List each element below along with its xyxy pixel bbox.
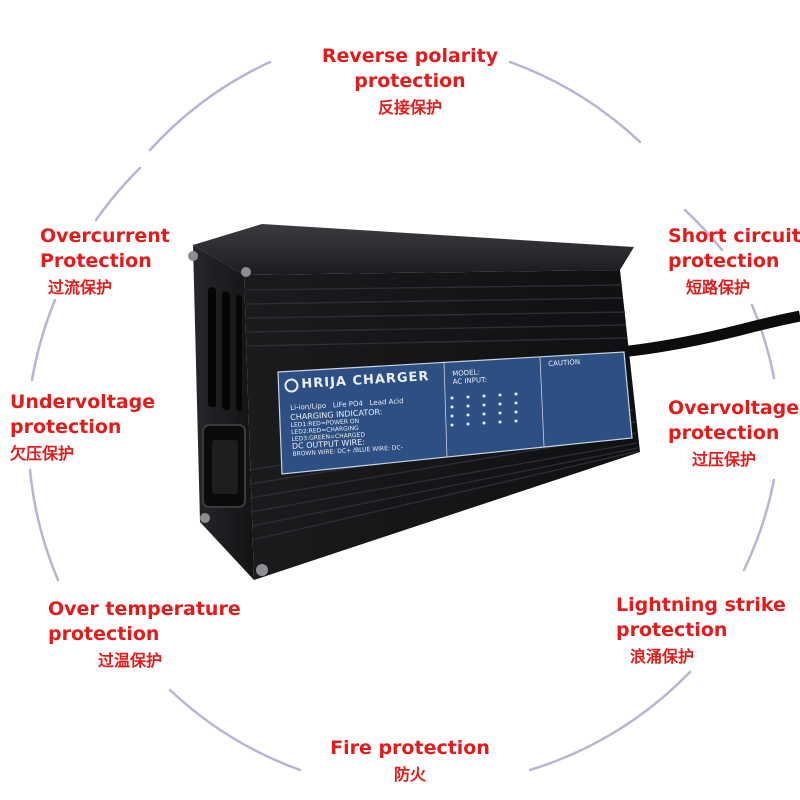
label-over-temperature: Over temperature protection 过温保护 bbox=[48, 598, 241, 670]
panel-model: MODEL: AC INPUT: bbox=[452, 368, 488, 386]
label-lightning-strike: Lightning strike protection 浪涌保护 bbox=[616, 594, 786, 666]
panel-indicator: CHARGING INDICATOR: LED1:RED=POWER ON LE… bbox=[289, 407, 403, 458]
label-undervoltage: Undervoltage protection 欠压保护 bbox=[10, 391, 156, 463]
label-short-circuit: Short circuit protection 短路保护 bbox=[668, 225, 800, 297]
label-fire-protection: Fire protection 防火 bbox=[330, 737, 490, 784]
label-overcurrent: Overcurrent Protection 过流保护 bbox=[40, 225, 170, 297]
brand-logo-icon bbox=[284, 377, 299, 393]
label-reverse-polarity: Reverse polarity protection 反接保护 bbox=[321, 45, 499, 117]
label-overvoltage: Overvoltage protection 过压保护 bbox=[668, 397, 800, 469]
